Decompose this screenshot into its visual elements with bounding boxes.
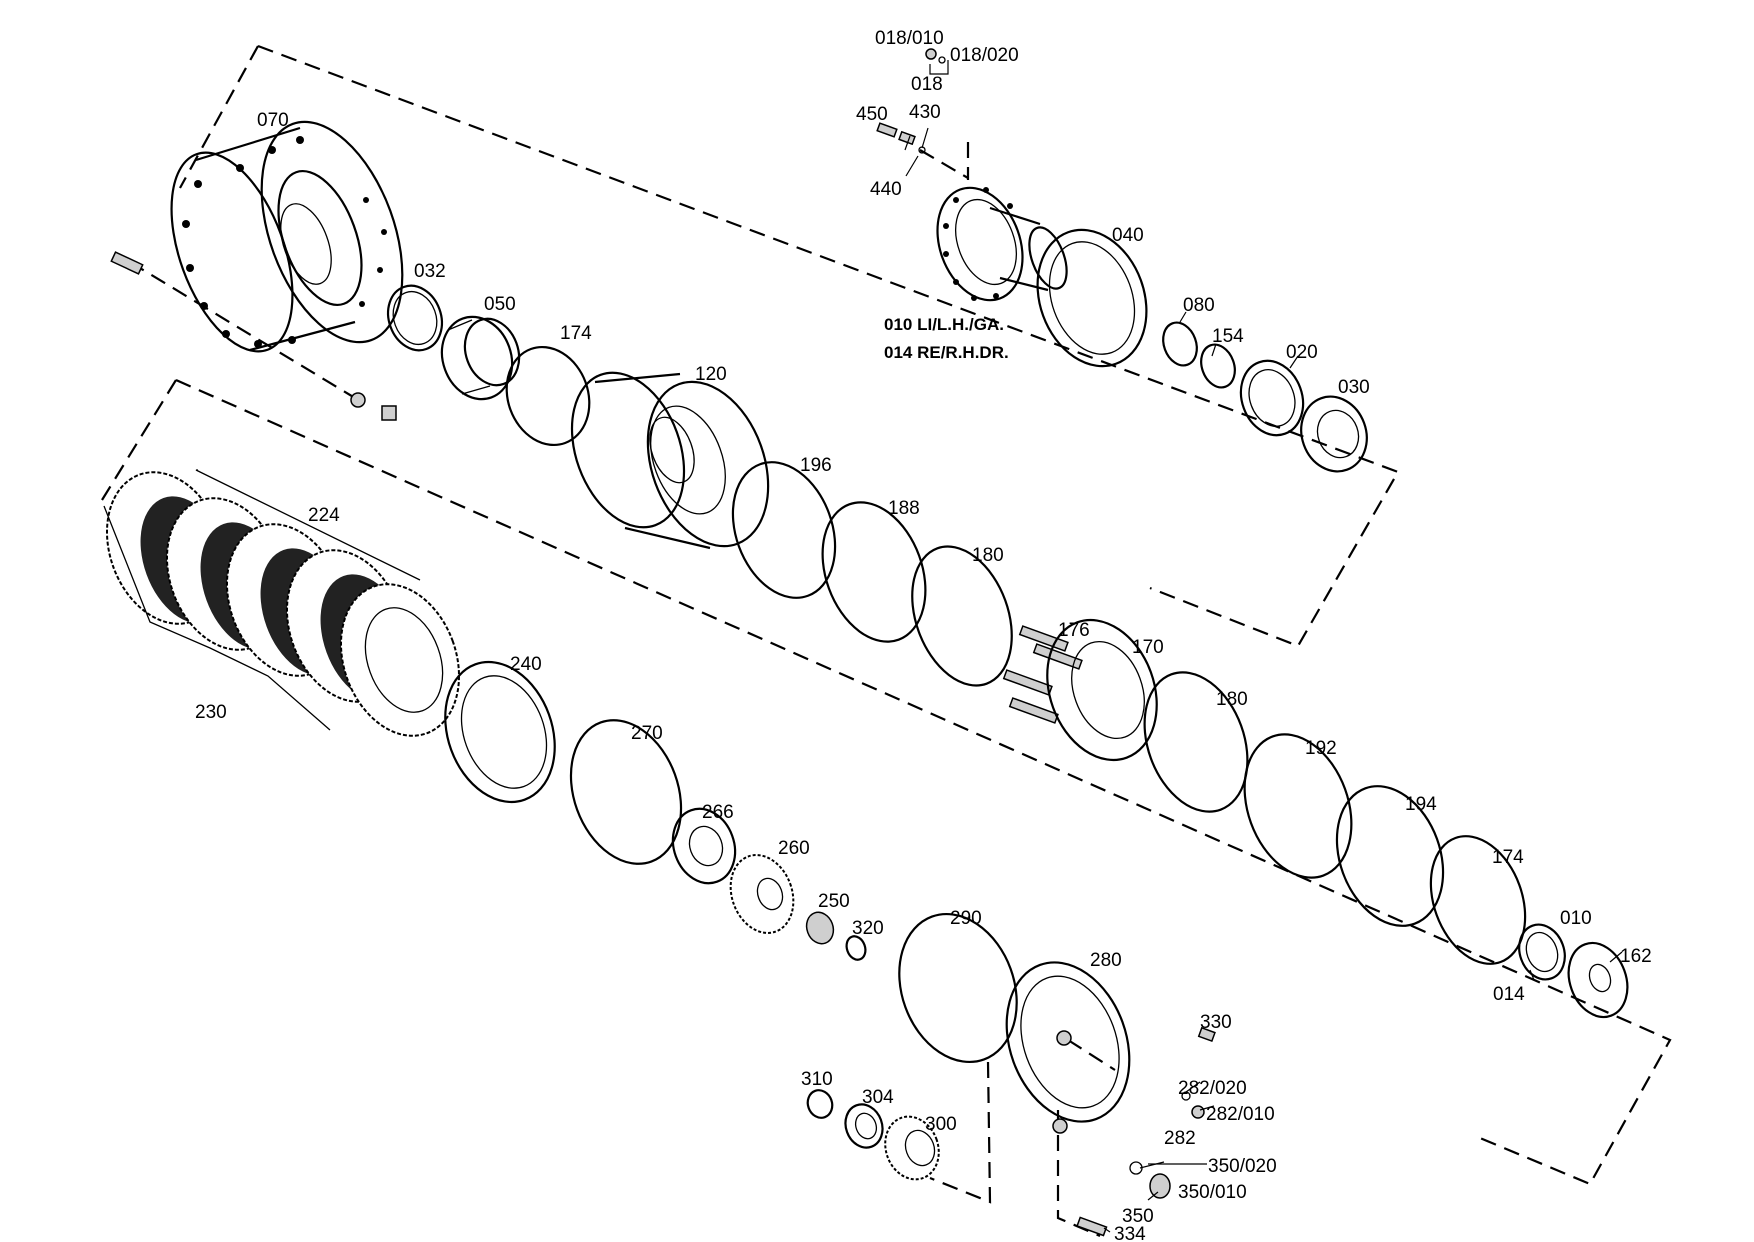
part-282-fitting [1181,1091,1205,1119]
part-192-ring [1243,733,1353,879]
label-224: 224 [308,505,340,526]
part-280-carrier [1005,961,1131,1134]
label-040: 040 [1112,225,1144,246]
label-270: 270 [631,723,663,744]
label-334: 334 [1114,1224,1146,1242]
part-010-nut [1518,923,1566,981]
part-labels: 070 032 050 174 120 018/010 018/020 018 … [195,28,1652,1242]
axis-lines [129,142,1116,1071]
part-266-washer [671,807,737,885]
label-282-020: 282/020 [1178,1078,1247,1099]
part-174-ring-b [1429,835,1527,965]
part-030-seal [1300,395,1368,473]
part-290-o-ring [898,912,1018,1064]
assembly-boundary-lower [101,378,1672,1238]
label-192: 192 [1305,738,1337,759]
label-250: 250 [818,891,850,912]
label-176: 176 [1058,620,1090,641]
part-050-bearing [440,315,521,401]
label-014-b: 014 [1493,984,1525,1005]
label-350-020: 350/020 [1208,1156,1277,1177]
label-018-010: 018/010 [875,28,944,49]
part-188-ring [821,501,927,643]
label-282: 282 [1164,1128,1196,1149]
label-010-b: 010 [1560,908,1592,929]
label-196: 196 [800,455,832,476]
label-350: 350 [1122,1206,1154,1227]
part-224-230-disc-pack [103,469,460,737]
part-334-screw [1076,1216,1108,1237]
label-120: 120 [695,364,727,385]
label-430: 430 [909,102,941,123]
part-270-snap-ring [569,719,683,865]
label-170: 170 [1132,637,1164,658]
label-240: 240 [510,654,542,675]
part-250-bushing [805,911,835,945]
label-030: 030 [1338,377,1370,398]
label-350-010: 350/010 [1178,1182,1247,1203]
label-032: 032 [414,261,446,282]
label-050: 050 [484,294,516,315]
label-310: 310 [801,1069,833,1090]
part-180-ring-b [1143,671,1249,813]
part-010-hub [936,186,1068,302]
label-018: 018 [911,74,943,95]
label-188: 188 [888,498,920,519]
label-280: 280 [1090,950,1122,971]
label-440: 440 [870,179,902,200]
part-350-plug [1129,1161,1171,1199]
part-154-ring [1200,343,1236,389]
part-080-ring [1162,321,1198,367]
part-070-housing [170,120,404,353]
part-194-ring [1335,785,1445,927]
label-330: 330 [1200,1012,1232,1033]
part-020-bearing [1239,359,1305,437]
label-450: 450 [856,104,888,125]
label-290: 290 [950,908,982,929]
label-174: 174 [560,323,592,344]
label-282-010: 282/010 [1206,1104,1275,1125]
bolt-icon [110,251,397,421]
label-070: 070 [257,110,289,131]
part-176-pins [1002,625,1083,724]
part-330-bolt [1197,1026,1216,1043]
label-300: 300 [925,1114,957,1135]
part-240-plate [444,660,556,804]
label-174-b: 174 [1492,847,1524,868]
label-010-lh: 010 LI/L.H./GA. [884,315,1004,334]
label-230: 230 [195,702,227,723]
label-266: 266 [702,802,734,823]
part-120-drum [570,371,770,550]
screw-icon [876,48,946,154]
part-260-gear [729,854,795,934]
part-170-piston [1046,618,1158,762]
label-194: 194 [1405,794,1437,815]
label-320: 320 [852,918,884,939]
part-310-ring [806,1089,834,1119]
part-032-ring [386,284,444,352]
label-180: 180 [972,545,1004,566]
part-162-washer [1567,941,1629,1019]
part-196-ring [731,461,837,599]
assembly-boundary-upper [179,44,1400,648]
part-180-ring [911,545,1013,687]
part-320-clip [845,935,867,961]
label-154: 154 [1212,326,1244,347]
label-162: 162 [1620,946,1652,967]
label-080: 080 [1183,295,1215,316]
label-018-020: 018/020 [950,45,1019,66]
label-020: 020 [1286,342,1318,363]
part-174-ring [505,345,591,447]
label-304: 304 [862,1087,894,1108]
label-180-b: 180 [1216,689,1248,710]
label-014-rh: 014 RE/R.H.DR. [884,343,1009,362]
part-040-plate [1036,228,1148,368]
part-304-bearing [844,1103,884,1149]
label-260: 260 [778,838,810,859]
leader-lines [904,60,1623,1233]
part-300-gear [884,1115,940,1181]
